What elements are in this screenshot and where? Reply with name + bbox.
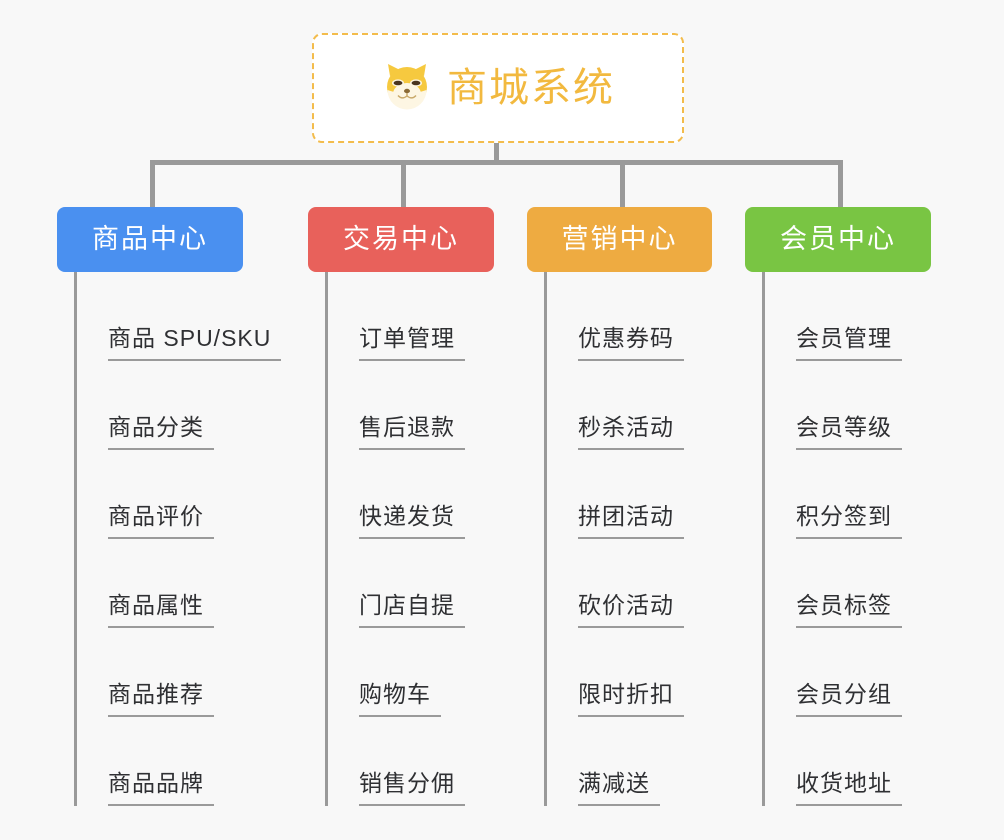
leaf-item[interactable]: 门店自提 [328,539,528,628]
branch-header-trade-center[interactable]: 交易中心 [308,207,494,272]
branch-header-product-center[interactable]: 商品中心 [57,207,243,272]
branch-header-label: 商品中心 [92,224,208,254]
root-title: 商城系统 [447,66,615,110]
leaf-label: 收货地址 [796,772,902,806]
leaf-label: 积分签到 [796,505,902,539]
leaf-label: 销售分佣 [359,772,465,806]
leaf-list-member-center: 会员管理 会员等级 积分签到 会员标签 会员分组 收货地址 [762,272,975,806]
leaf-label: 订单管理 [359,327,465,361]
leaf-item[interactable]: 订单管理 [328,272,528,361]
branch-header-label: 营销中心 [561,224,678,254]
leaf-item[interactable]: 商品推荐 [77,628,312,717]
branch-header-marketing-center[interactable]: 营销中心 [527,207,712,272]
leaf-item[interactable]: 商品属性 [77,539,312,628]
leaf-label: 商品评价 [108,505,214,539]
leaf-item[interactable]: 积分签到 [765,450,975,539]
leaf-label: 会员标签 [796,594,902,628]
leaf-label: 优惠券码 [578,327,684,361]
shiba-dog-face-icon [381,60,433,117]
branch-header-label: 交易中心 [343,224,459,254]
leaf-label: 售后退款 [359,416,465,450]
leaf-item[interactable]: 销售分佣 [328,717,528,806]
leaf-label: 商品 SPU/SKU [108,327,282,361]
leaf-label: 秒杀活动 [578,416,684,450]
leaf-item[interactable]: 秒杀活动 [547,361,747,450]
leaf-label: 快递发货 [359,505,465,539]
connector-drop-3 [620,160,625,208]
branch-header-member-center[interactable]: 会员中心 [745,207,931,272]
branch-column-product-center: 商品中心 商品 SPU/SKU 商品分类 商品评价 商品属性 商品推荐 商品品牌 [57,207,312,806]
leaf-item[interactable]: 会员分组 [765,628,975,717]
branch-header-label: 会员中心 [780,224,896,254]
leaf-label: 购物车 [359,683,441,717]
leaf-label: 会员分组 [796,683,902,717]
leaf-item[interactable]: 售后退款 [328,361,528,450]
leaf-item[interactable]: 商品评价 [77,450,312,539]
leaf-list-product-center: 商品 SPU/SKU 商品分类 商品评价 商品属性 商品推荐 商品品牌 [74,272,312,806]
leaf-item[interactable]: 收货地址 [765,717,975,806]
leaf-label: 拼团活动 [578,505,684,539]
leaf-item[interactable]: 购物车 [328,628,528,717]
root-node[interactable]: 商城系统 [312,33,684,143]
leaf-list-trade-center: 订单管理 售后退款 快递发货 门店自提 购物车 销售分佣 [325,272,528,806]
leaf-label: 商品属性 [108,594,214,628]
leaf-item[interactable]: 满减送 [547,717,747,806]
leaf-item[interactable]: 快递发货 [328,450,528,539]
leaf-item[interactable]: 会员管理 [765,272,975,361]
leaf-label: 会员等级 [796,416,902,450]
leaf-label: 满减送 [578,772,660,806]
connector-drop-4 [838,160,843,208]
connector-horizontal-bus [150,160,843,165]
leaf-label: 商品品牌 [108,772,214,806]
leaf-item[interactable]: 限时折扣 [547,628,747,717]
leaf-label: 会员管理 [796,327,902,361]
leaf-item[interactable]: 会员标签 [765,539,975,628]
branch-column-trade-center: 交易中心 订单管理 售后退款 快递发货 门店自提 购物车 销售分佣 [308,207,528,806]
leaf-list-marketing-center: 优惠券码 秒杀活动 拼团活动 砍价活动 限时折扣 满减送 [544,272,747,806]
branch-column-member-center: 会员中心 会员管理 会员等级 积分签到 会员标签 会员分组 收货地址 [745,207,975,806]
leaf-label: 商品推荐 [108,683,214,717]
connector-drop-2 [401,160,406,208]
branch-column-marketing-center: 营销中心 优惠券码 秒杀活动 拼团活动 砍价活动 限时折扣 满减送 [527,207,747,806]
leaf-label: 限时折扣 [578,683,684,717]
leaf-item[interactable]: 商品分类 [77,361,312,450]
connector-root-stem [494,143,499,165]
leaf-item[interactable]: 会员等级 [765,361,975,450]
connector-drop-1 [150,160,155,208]
leaf-item[interactable]: 砍价活动 [547,539,747,628]
leaf-label: 门店自提 [359,594,465,628]
leaf-label: 商品分类 [108,416,214,450]
leaf-item[interactable]: 商品 SPU/SKU [77,272,312,361]
leaf-item[interactable]: 拼团活动 [547,450,747,539]
leaf-label: 砍价活动 [578,594,684,628]
leaf-item[interactable]: 优惠券码 [547,272,747,361]
leaf-item[interactable]: 商品品牌 [77,717,312,806]
